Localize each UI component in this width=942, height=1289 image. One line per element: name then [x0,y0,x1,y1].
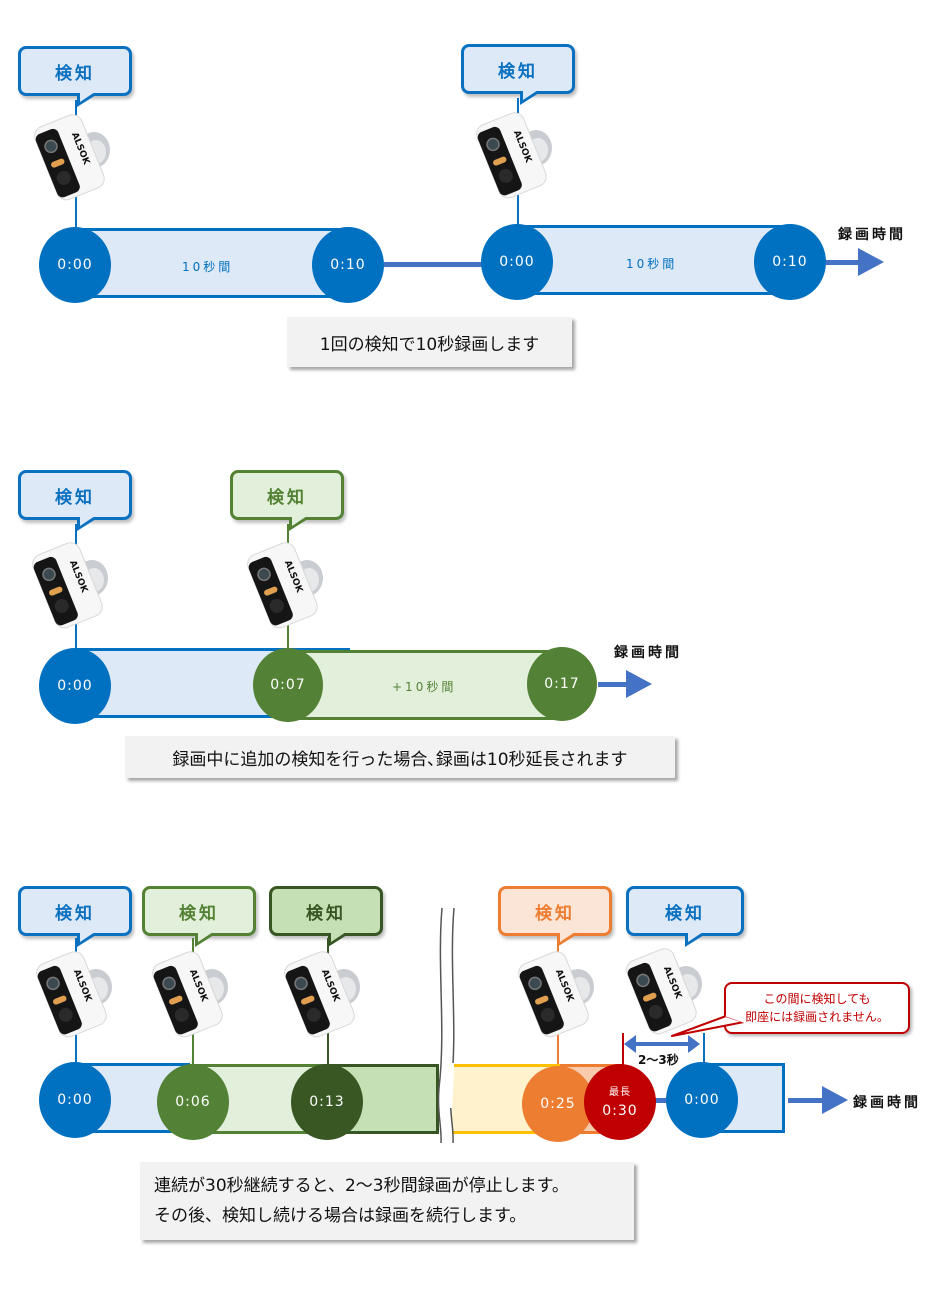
time-text: 0:10 [772,254,808,270]
detect-label: 検知 [55,63,95,84]
recording-bar [75,228,345,298]
detect-time-marker: 0:07 [253,648,323,722]
callout-text: 即座には録画されません。 [745,1010,889,1024]
detect-bubble: 検知 [18,46,132,107]
detect-label: 検知 [179,903,219,924]
duration-label: 10秒間 [182,260,234,274]
detect-bubble: 検知 [269,886,383,947]
timeline-break-icon [437,908,455,1143]
note-box: 連続が30秒継続すると、2〜3秒間録画が停止します。 その後、検知し続ける場合は… [140,1162,634,1240]
time-text: 0:07 [270,677,306,693]
extension-label: +10秒間 [392,680,457,694]
time-text: 0:06 [175,1094,211,1110]
camera-icon [245,536,327,631]
time-text: 0:00 [57,1092,93,1108]
timeline-arrow-shaft [788,1098,824,1103]
time-marker: 0:00 [666,1062,738,1138]
detect-label: 検知 [665,903,705,924]
time-text: 0:30 [602,1103,638,1119]
double-arrow-icon [624,1035,700,1053]
detect-bubble: 検知 [230,470,344,531]
extension-bar [290,650,565,720]
detect-bubble: 検知 [142,886,256,947]
pause-gap-line [650,1098,680,1103]
camera-icon [150,945,232,1040]
time-text: 0:10 [330,257,366,273]
time-text: 0:17 [544,676,580,692]
detect-bubble: 検知 [461,44,575,105]
time-text: 0:00 [684,1092,720,1108]
note-text: その後、検知し続ける場合は録画を続行します。 [154,1206,527,1226]
time-marker: 0:13 [291,1064,363,1140]
note-text: 録画中に追加の検知を行った場合､録画は10秒延長されます [172,749,628,770]
note-box: 録画中に追加の検知を行った場合､録画は10秒延長されます [125,736,675,778]
timeline-line [384,262,484,267]
camera-icon [282,945,364,1040]
timeline-arrow-shaft [598,682,628,687]
detect-label: 検知 [55,903,95,924]
axis-label: 録画時間 [853,1095,921,1111]
detect-label: 検知 [267,487,307,508]
detect-bubble: 検知 [626,886,744,947]
time-marker: 0:00 [39,1062,111,1138]
max-marker-line [622,1033,624,1069]
timeline-arrow-shaft [826,260,860,265]
detect-bubble: 検知 [498,886,612,947]
callout-pointer [671,1013,747,1037]
arrow-right-icon [626,670,652,698]
time-text: 0:00 [499,254,535,270]
axis-label: 録画時間 [614,645,682,661]
note-text: 連続が30秒継続すると、2〜3秒間録画が停止します。 [154,1176,569,1196]
max-time-marker: 最長 0:30 [584,1064,656,1140]
max-label: 最長 [609,1087,631,1098]
start-time-marker: 0:00 [39,648,111,724]
arrow-right-icon [822,1086,848,1114]
warning-callout: この間に検知しても 即座には録画されません。 [724,982,910,1034]
recording-bar [518,225,792,295]
note-text: 1回の検知で10秒録画します [319,334,540,355]
end-time-marker: 0:10 [312,227,384,303]
axis-label: 録画時間 [838,227,906,243]
duration-label: 10秒間 [626,257,678,271]
end-time-marker: 0:10 [754,224,826,300]
time-marker: 0:25 [522,1066,594,1142]
start-time-marker: 0:00 [39,227,111,303]
camera-icon [474,106,556,201]
note-box: 1回の検知で10秒録画します [287,317,572,367]
time-marker: 0:06 [157,1064,229,1140]
camera-icon [32,108,114,203]
detect-label: 検知 [306,903,346,924]
gap-label: 2〜3秒 [638,1053,679,1067]
callout-text: この間に検知しても [763,992,871,1006]
camera-icon [30,536,112,631]
time-text: 0:13 [309,1094,345,1110]
camera-icon [516,945,598,1040]
restart-marker-line [703,1033,705,1069]
camera-icon [34,945,116,1040]
detect-bubble: 検知 [18,886,132,947]
start-time-marker: 0:00 [481,224,553,300]
detect-label: 検知 [55,487,95,508]
detect-label: 検知 [498,61,538,82]
time-text: 0:00 [57,678,93,694]
time-text: 0:25 [540,1096,576,1112]
arrow-right-icon [858,248,884,276]
time-text: 0:00 [57,257,93,273]
detect-label: 検知 [535,903,575,924]
detect-bubble: 検知 [18,470,132,531]
end-time-marker: 0:17 [527,647,597,721]
